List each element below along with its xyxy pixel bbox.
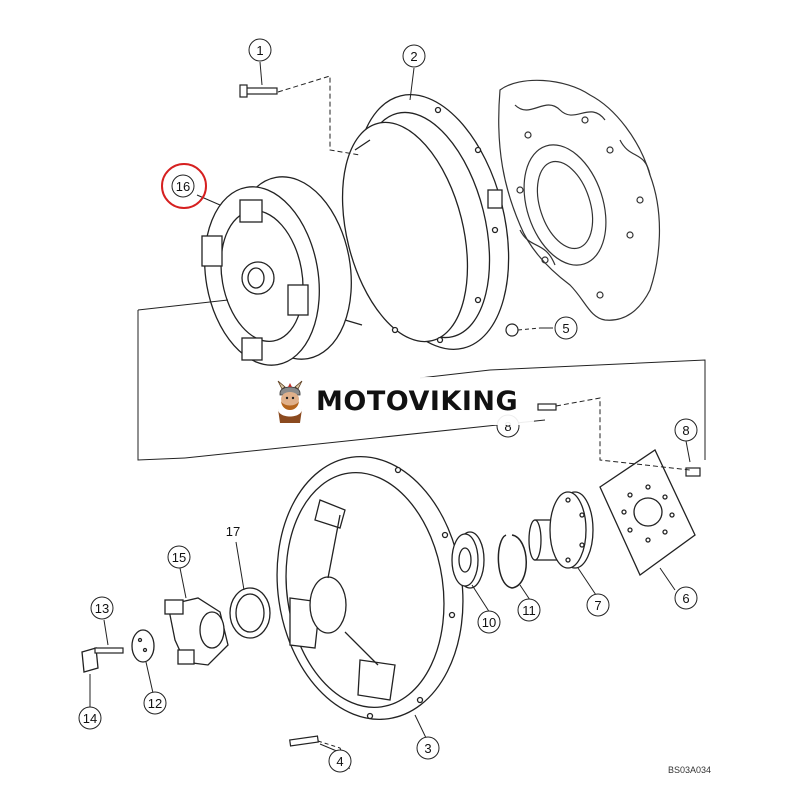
svg-text:14: 14 [83,711,97,726]
callout-11: 11 [517,598,541,622]
svg-text:15: 15 [172,550,186,565]
svg-text:3: 3 [424,741,431,756]
svg-text:6: 6 [682,591,689,606]
callout-6: 6 [674,586,698,610]
callout-15: 15 [167,545,191,569]
assembly-lines [137,75,706,771]
brand-name: MOTOVIKING [316,385,519,417]
part-3-bell-housing [276,456,464,720]
part-17-seal-ring [229,587,271,639]
part-7-output-shaft [528,491,594,569]
part-16-torque-converter [201,176,352,366]
callout-10: 10 [477,610,501,634]
bolts [94,84,701,747]
svg-text:8: 8 [682,423,689,438]
leader-lines [89,61,691,753]
callout-1: 2 [402,44,426,68]
svg-text:7: 7 [594,598,601,613]
svg-text:17: 17 [226,524,240,539]
viking-mascot-icon [277,380,303,423]
svg-text:16: 16 [176,179,190,194]
svg-text:12: 12 [148,696,162,711]
callout-7: 7 [586,593,610,617]
highlight-circle-callout-16 [161,163,207,209]
part-10-bearing [451,531,485,589]
callout-14: 14 [78,706,102,730]
brand-watermark: MOTOVIKING [262,377,534,425]
part-14-lock-plate [81,647,99,673]
svg-text:8: 8 [504,419,511,434]
callout-3: 3 [416,736,440,760]
part-12-washer [131,629,155,663]
svg-text:5: 5 [562,321,569,336]
callout-16: 16 [171,174,195,198]
part-11-snap-ring [497,534,527,589]
callout-12: 12 [143,691,167,715]
svg-text:1: 1 [256,43,263,58]
callout-17: 17 [226,524,240,539]
callout-8-upper: 8 [674,418,698,442]
svg-text:13: 13 [95,601,109,616]
transmission-housing [498,79,661,321]
part-1-housing [341,94,510,350]
callout-4: 4 [328,749,352,773]
part-15-yoke [164,597,229,666]
callout-2: 1 [248,38,272,62]
callout-5: 5 [554,316,578,340]
svg-text:4: 4 [336,754,343,769]
svg-text:10: 10 [482,615,496,630]
svg-text:11: 11 [522,603,536,618]
svg-text:2: 2 [410,49,417,64]
part-6-plate [599,449,696,576]
figure-code: BS03A034 [668,765,711,775]
callout-13: 13 [90,596,114,620]
